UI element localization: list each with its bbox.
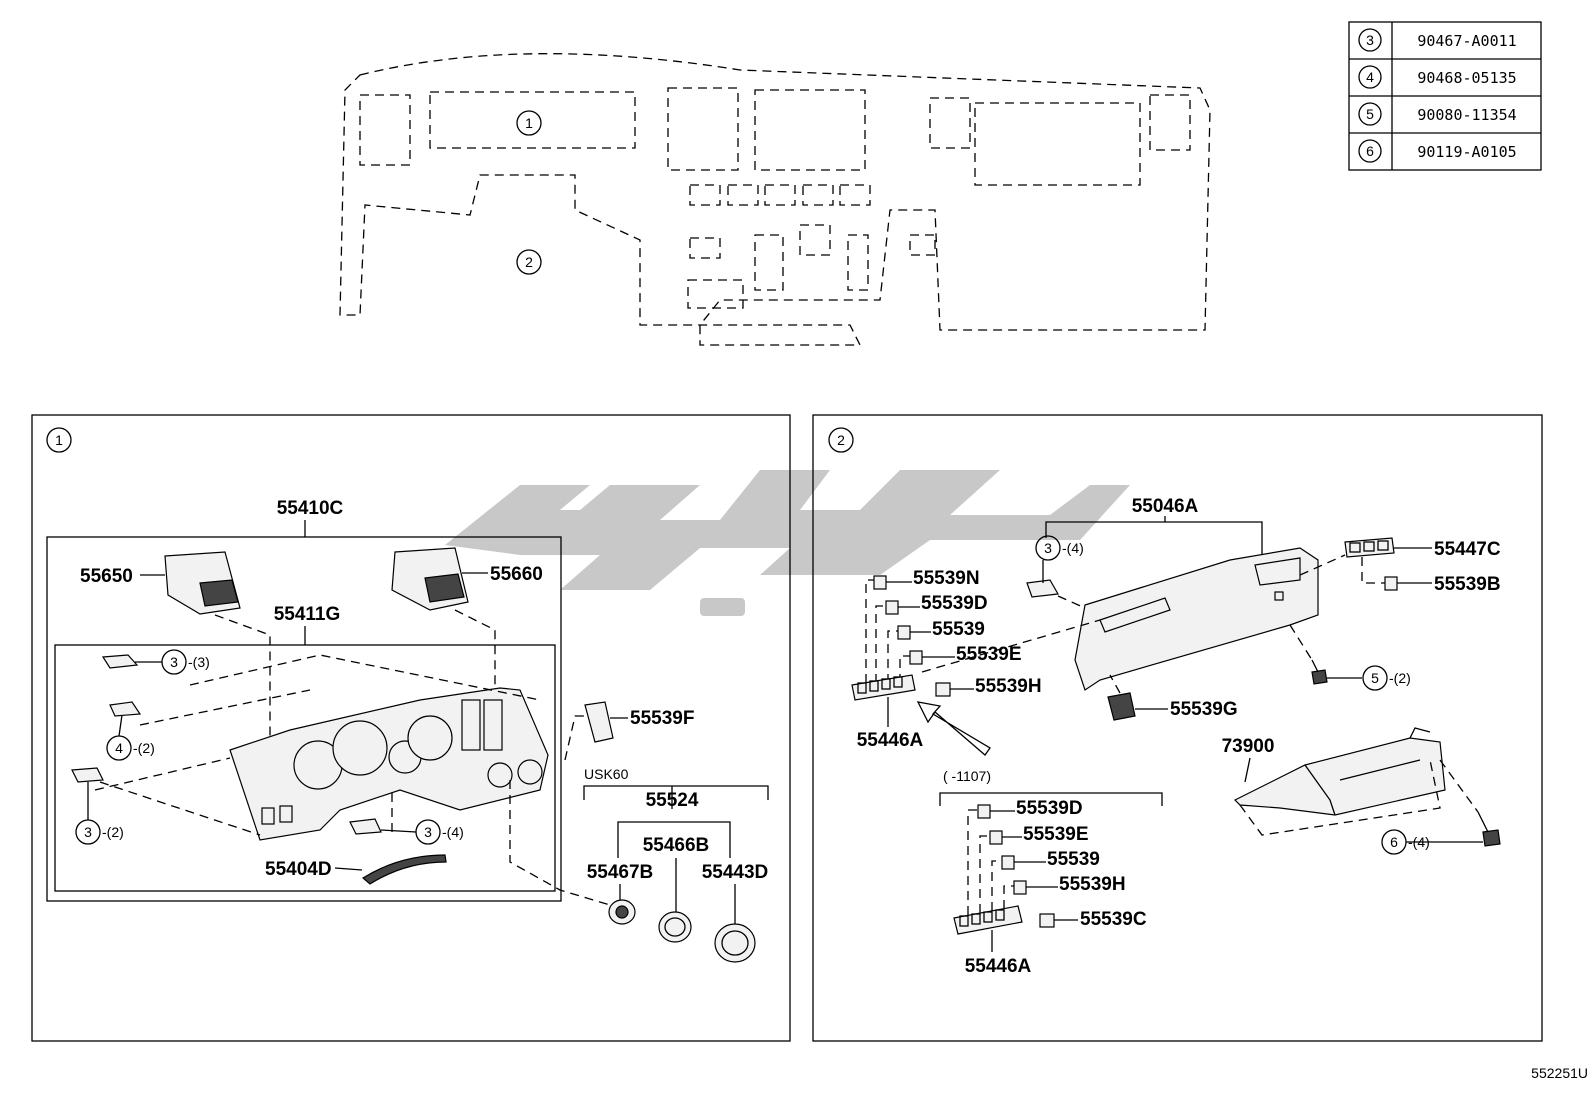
screw-5-part (1311, 659, 1328, 685)
watermark-logo (445, 470, 1130, 616)
panel-1-id: 1 (55, 432, 63, 448)
clip-4-ref: 4 (115, 740, 123, 756)
overview-area1-label: 1 (525, 115, 533, 131)
cover-g-part (1107, 692, 1136, 721)
table-ref-marker (1358, 139, 1382, 163)
lower-dash-panel-part (1074, 547, 1319, 691)
overview-area2-label: 2 (525, 254, 533, 270)
panel-2-marker (828, 427, 854, 453)
part-55467B-label[interactable]: 55467B (587, 862, 654, 883)
screw-6-ref: 6 (1390, 834, 1398, 850)
part-55443D-label[interactable]: 55443D (702, 862, 769, 883)
part-55410C-label[interactable]: 55410C (277, 498, 344, 519)
clip-part (1026, 579, 1059, 598)
alt-part-55539-label[interactable]: 55539 (1047, 849, 1100, 870)
panel-1-frame (31, 414, 791, 1042)
clip-3-qty: -(4) (442, 824, 464, 840)
panel-2-frame (812, 414, 1543, 1042)
table-ref: 6 (1366, 143, 1374, 159)
clip-part (101, 654, 139, 669)
vent-left-part (164, 551, 241, 615)
clip-3-ref: 3 (84, 824, 92, 840)
part-55650-label[interactable]: 55650 (80, 566, 133, 587)
part-55539B-label[interactable]: 55539B (1434, 574, 1501, 595)
alt-part-55539D-label[interactable]: 55539D (1016, 798, 1083, 819)
alt-part-55446A-label[interactable]: 55446A (965, 956, 1032, 977)
variant-label: USK60 (584, 766, 629, 782)
alt-part-55539H-label[interactable]: 55539H (1059, 874, 1126, 895)
table-ref-marker (1358, 28, 1382, 52)
switch-pad-part (1344, 537, 1395, 558)
vent-right-part (391, 547, 469, 611)
screw-6-qty: -(4) (1408, 834, 1430, 850)
figure-code: 552251U (1531, 1065, 1588, 1081)
clip-part (109, 701, 142, 717)
part-55539E-label[interactable]: 55539E (956, 644, 1022, 665)
clip-3-ref: 3 (170, 654, 178, 670)
alt-switch-base-part (953, 905, 1023, 935)
switch-ring-part (658, 911, 692, 943)
screw-5-qty: -(2) (1389, 670, 1411, 686)
part-55046A-label[interactable]: 55046A (1132, 496, 1199, 517)
part-55539-label[interactable]: 55539 (932, 619, 985, 640)
part-55539N-label[interactable]: 55539N (913, 568, 980, 589)
range-note: ( -1107) (943, 768, 991, 784)
part-55404D-label[interactable]: 55404D (265, 859, 332, 880)
overview-area2-marker (516, 249, 542, 275)
glovebox-part (1233, 727, 1446, 816)
table-part-number[interactable]: 90467-A0011 (1417, 32, 1516, 50)
clip-3-qty: -(2) (102, 824, 124, 840)
part-55660-label[interactable]: 55660 (490, 564, 543, 585)
parts-table: 3 4 5 6 90467-A0011 90468-05135 90080-11… (1348, 21, 1542, 171)
screw-6-marker (1381, 829, 1407, 855)
clip-4-qty: -(2) (133, 740, 155, 756)
clip-part (71, 767, 104, 783)
part-55466B-label[interactable]: 55466B (643, 835, 710, 856)
cluster-panel-part (229, 687, 549, 841)
table-ref-marker (1358, 102, 1382, 126)
assy-55410C-frame (46, 536, 562, 902)
part-73900-label[interactable]: 73900 (1222, 736, 1275, 757)
clip-3-ref: 3 (1044, 540, 1052, 556)
dashboard-overview (339, 53, 1211, 346)
cover-b-part (1384, 576, 1398, 591)
screw-5-marker (1362, 665, 1388, 691)
trim-strip-part (361, 854, 447, 885)
part-55524-label[interactable]: 55524 (646, 790, 699, 811)
alt-part-55539C-label[interactable]: 55539C (1080, 909, 1147, 930)
table-ref: 3 (1366, 32, 1374, 48)
panel-2-id: 2 (837, 432, 845, 448)
part-55539F-label[interactable]: 55539F (630, 708, 694, 729)
part-55539D-label[interactable]: 55539D (921, 593, 988, 614)
clip-3-ref: 3 (424, 824, 432, 840)
bracket-part (584, 701, 614, 743)
alt-part-55539E-label[interactable]: 55539E (1023, 824, 1089, 845)
table-ref-marker (1358, 65, 1382, 89)
part-55539H-label[interactable]: 55539H (975, 676, 1042, 697)
panel-1-marker (46, 427, 72, 453)
part-55411G-label[interactable]: 55411G (274, 604, 341, 625)
clip-3-marker (1035, 535, 1061, 561)
view-arrow-icon (916, 701, 991, 756)
screw-5-ref: 5 (1371, 670, 1379, 686)
screw-6-part (1477, 811, 1501, 847)
overview-area1-marker (516, 110, 542, 136)
clip-3-qty: -(3) (188, 654, 210, 670)
table-part-number[interactable]: 90080-11354 (1417, 106, 1516, 124)
clip-part (349, 818, 382, 835)
knob-part (608, 899, 636, 925)
bezel-part (714, 923, 756, 963)
table-ref: 5 (1366, 106, 1374, 122)
part-55446A-label[interactable]: 55446A (857, 730, 924, 751)
table-part-number[interactable]: 90119-A0105 (1417, 143, 1516, 161)
table-ref: 4 (1366, 69, 1374, 85)
switch-base-part (851, 674, 916, 701)
clip-3-qty: -(4) (1062, 540, 1084, 556)
part-55539G-label[interactable]: 55539G (1170, 699, 1238, 720)
table-part-number[interactable]: 90468-05135 (1417, 69, 1516, 87)
alt-switch-covers-group (977, 804, 1055, 928)
part-55447C-label[interactable]: 55447C (1434, 539, 1501, 560)
